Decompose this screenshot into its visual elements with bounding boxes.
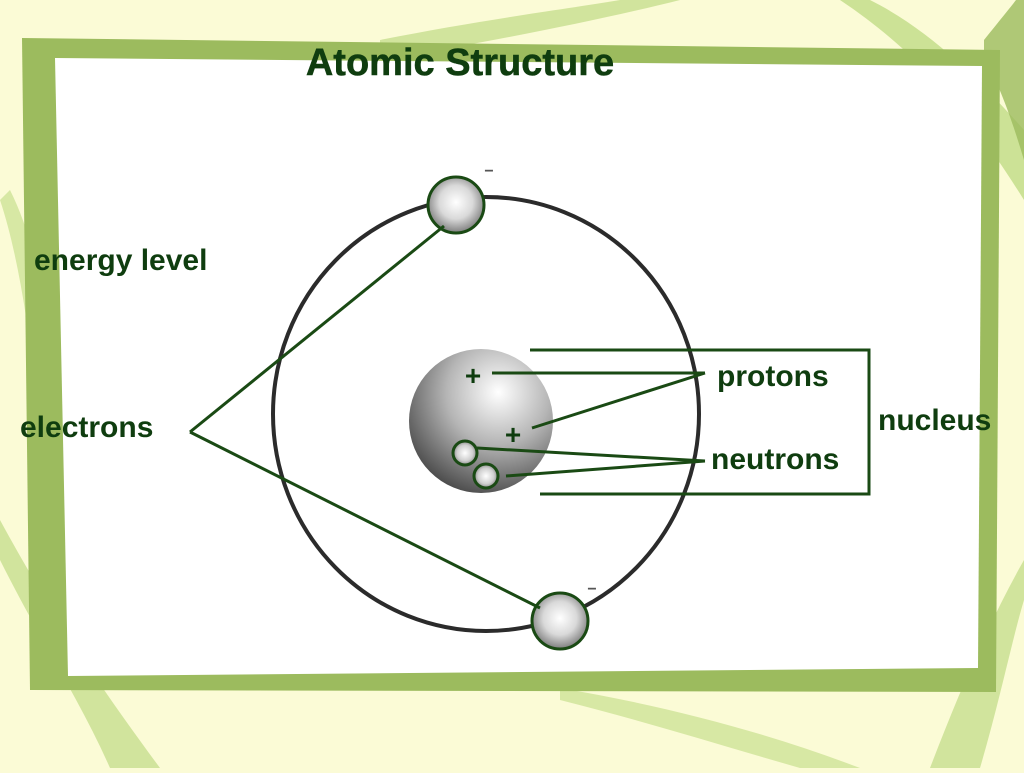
leader-lines xyxy=(189,224,871,610)
neutron-leader-2 xyxy=(505,459,706,478)
slide-title: Atomic Structure xyxy=(306,42,614,84)
electron-sign-top: − xyxy=(484,163,493,180)
proton-leader-2 xyxy=(531,371,706,430)
electron-particle-bottom xyxy=(530,591,590,651)
neutron-particle-2 xyxy=(472,462,500,490)
electron-leader-top xyxy=(189,224,445,434)
neutron-particle-1 xyxy=(451,439,479,467)
proton-sign-2: + xyxy=(505,419,521,450)
electron-sign-bottom: − xyxy=(587,581,596,598)
electron-particle-top xyxy=(426,175,486,235)
nucleus-sphere xyxy=(409,349,553,493)
neutron-leader-1 xyxy=(476,446,706,463)
label-electrons: electrons xyxy=(20,411,153,444)
proton-sign-1: + xyxy=(465,360,481,391)
label-nucleus: nucleus xyxy=(878,404,991,437)
label-neutrons: neutrons xyxy=(711,443,839,476)
electron-leader-bottom xyxy=(189,430,541,610)
label-energy-level: energy level xyxy=(34,244,207,277)
energy-level-orbit xyxy=(271,195,701,633)
nucleus-bracket xyxy=(530,348,871,496)
label-protons: protons xyxy=(717,360,829,393)
